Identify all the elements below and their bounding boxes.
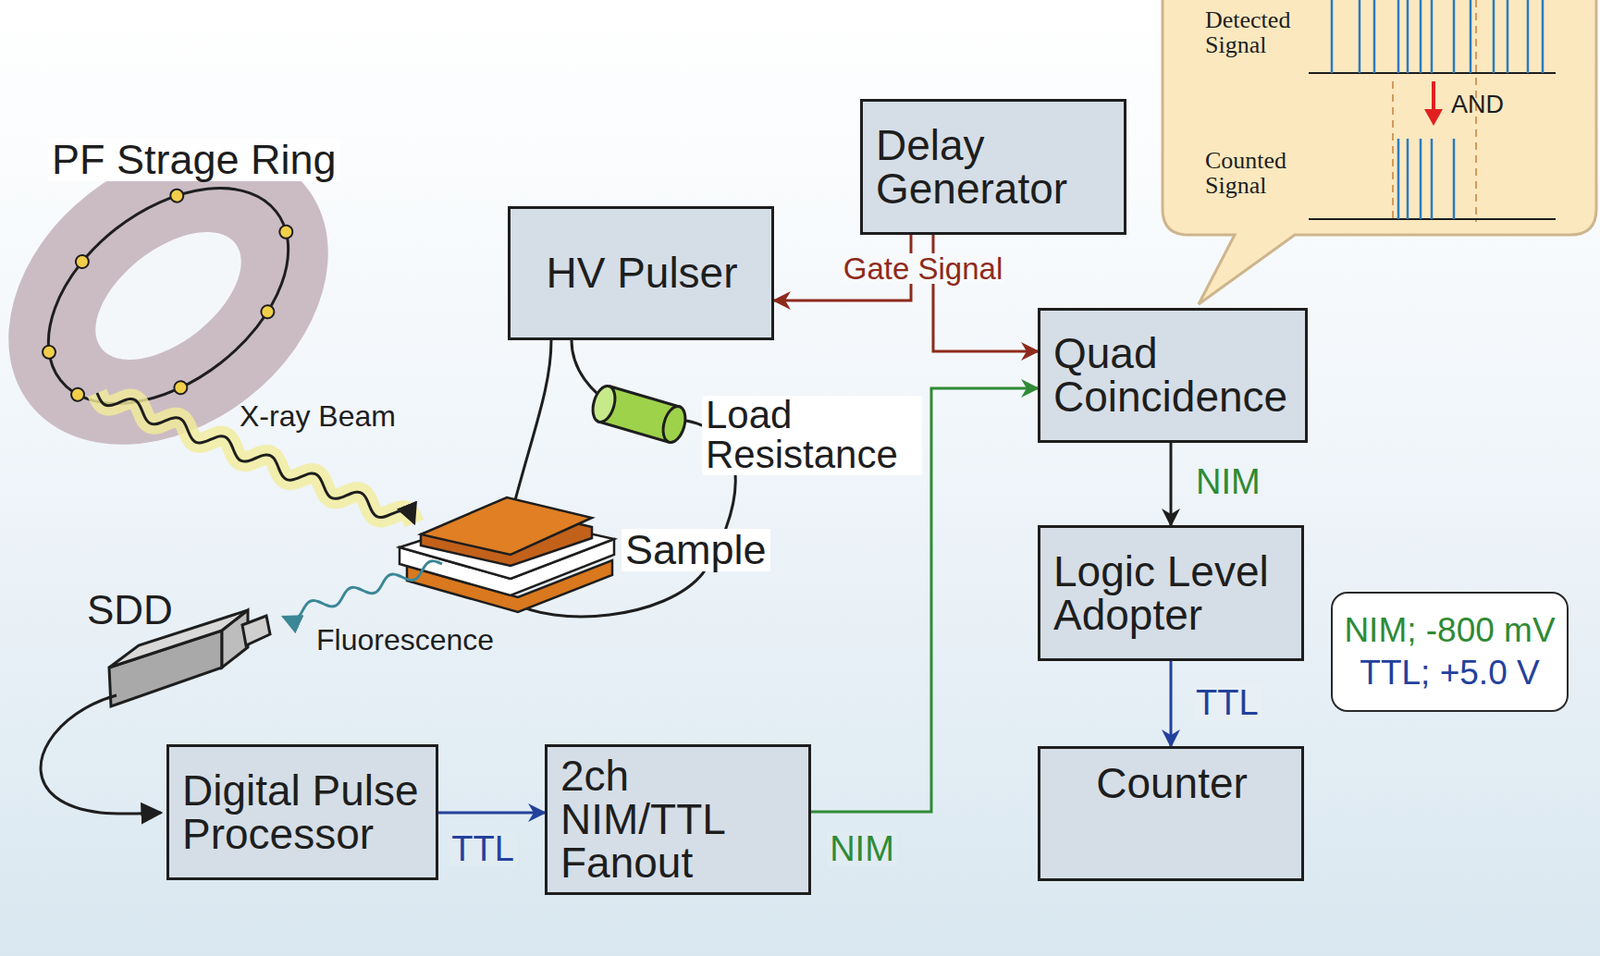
signal-traces <box>1308 0 1556 222</box>
pulse <box>1419 0 1423 74</box>
level-legend-box: NIM; -800 mV TTL; +5.0 V <box>1330 591 1569 713</box>
resistor-end <box>659 404 690 446</box>
box-label: 2ch NIM/TTL Fanout <box>560 754 798 886</box>
hv-wire <box>510 340 552 518</box>
pulse <box>1397 138 1401 220</box>
box-label: Quad Coincidence <box>1053 332 1294 419</box>
magnet-dot <box>172 378 191 397</box>
pulse <box>1430 0 1434 74</box>
signal-connector <box>1169 443 1173 526</box>
beam-label: X-ray Beam <box>239 401 396 432</box>
pulse <box>1397 0 1401 74</box>
pulse <box>1419 138 1423 220</box>
pulse <box>1358 0 1362 74</box>
process-box: HV Pulser <box>507 206 775 341</box>
box-label: Delay Generator <box>875 123 1113 211</box>
x-ray-beam <box>97 393 415 524</box>
pulse <box>1373 0 1377 74</box>
pulse <box>1526 0 1530 74</box>
sample-stack <box>399 497 615 613</box>
box-label: Digital Pulse Processor <box>182 769 425 857</box>
fluorescence-wave <box>283 561 443 620</box>
pulse <box>1452 138 1456 220</box>
magnet-dot <box>167 186 186 206</box>
pulse <box>1452 0 1456 74</box>
pulse <box>1506 0 1510 74</box>
callout-bubble <box>1162 0 1597 305</box>
sdd-cable <box>40 695 161 814</box>
signal-pulses <box>1331 0 1543 220</box>
signal-callout: Detected SignalAND Counted Signal <box>1162 0 1597 235</box>
magnet-dot <box>276 222 296 242</box>
fluorescence-label: Fluorescence <box>316 625 494 656</box>
callout-text: Counted Signal <box>1205 147 1321 199</box>
top-electrode <box>420 497 592 555</box>
gate-edge <box>1391 81 1394 222</box>
box-label: Counter <box>1053 762 1291 806</box>
pulse <box>1469 0 1473 74</box>
legend-text: TTL; +5.0 V <box>1359 655 1539 691</box>
resistor-end <box>589 383 619 426</box>
ring-hole <box>73 207 265 385</box>
ring-label: PF Strage Ring <box>48 138 341 182</box>
legend-text: NIM; -800 mV <box>1343 613 1555 649</box>
callout-text: AND <box>1451 91 1504 118</box>
magnet-dot <box>68 385 87 405</box>
load-resistor-symbol <box>589 383 690 446</box>
pulse <box>1492 0 1496 74</box>
process-box: Counter <box>1037 746 1305 882</box>
process-box: Delay Generator <box>860 98 1127 235</box>
pulse <box>1406 138 1410 220</box>
beam-line <box>97 393 415 524</box>
signal-label: TTL <box>1193 685 1262 721</box>
magnet-dot <box>73 252 92 271</box>
box-label: HV Pulser <box>523 251 761 296</box>
and-arrow <box>1431 81 1436 113</box>
pulse <box>1406 0 1410 74</box>
beam-glow <box>97 393 415 524</box>
process-box: 2ch NIM/TTL Fanout <box>544 744 812 896</box>
process-box: Logic Level Adopter <box>1037 525 1305 662</box>
magnet-dot <box>258 302 278 321</box>
sample-label: Sample <box>621 529 771 572</box>
signal-label: NIM <box>1193 464 1264 500</box>
signal-connector <box>1169 661 1173 747</box>
process-box: Quad Coincidence <box>1037 307 1308 444</box>
sdd-snout <box>242 615 271 646</box>
pulse <box>1541 0 1545 74</box>
detector-label: SDD <box>86 590 173 632</box>
magnet-dot <box>39 343 59 362</box>
process-box: Digital Pulse Processor <box>166 744 439 881</box>
fluorescence-line <box>283 561 443 620</box>
signal-connector <box>438 812 545 815</box>
signal-label: TTL <box>448 831 517 867</box>
pulse <box>1430 138 1434 220</box>
box-label: Logic Level Adopter <box>1053 550 1291 638</box>
resistor-label: Load Resistance <box>701 395 923 476</box>
pulse <box>1330 0 1334 74</box>
and-arrowhead <box>1424 109 1443 126</box>
callout-text: Detected Signal <box>1205 7 1321 59</box>
signal-label: NIM <box>826 831 898 867</box>
signal-label: Gate Signal <box>840 253 1006 284</box>
